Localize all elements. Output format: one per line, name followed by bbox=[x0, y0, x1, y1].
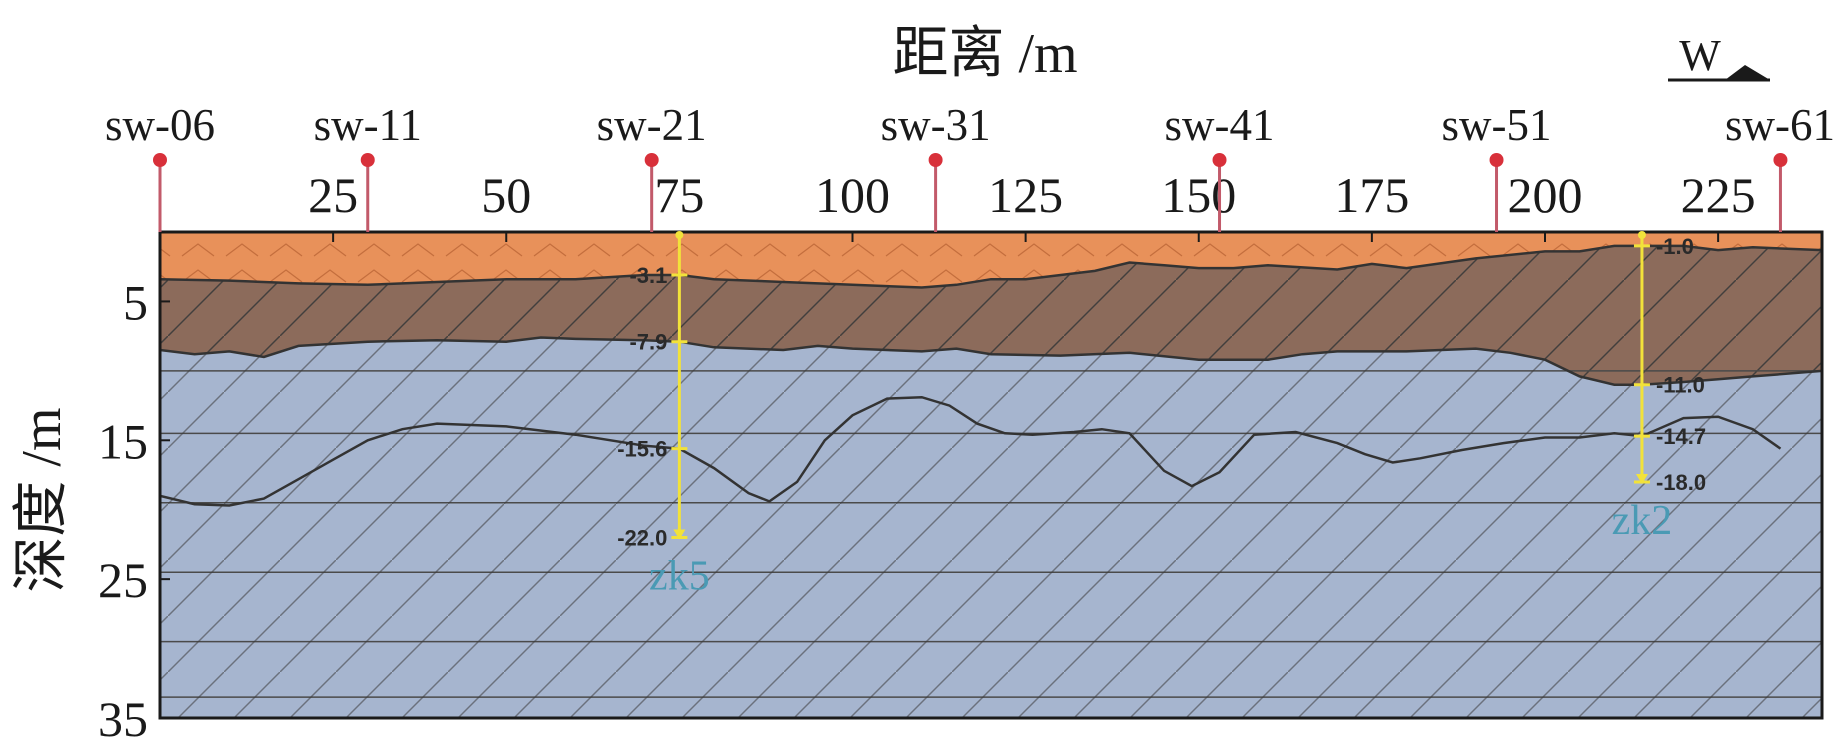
x-tick-label: 25 bbox=[308, 167, 358, 223]
station-pin-icon bbox=[360, 153, 375, 167]
station-pin-icon bbox=[1489, 153, 1504, 167]
borehole-bottom-arrow-icon bbox=[1635, 473, 1648, 484]
borehole-collar bbox=[1637, 231, 1646, 239]
x-axis-ticks: 25 50 75 100 125 150 175 200 225 bbox=[308, 167, 1756, 242]
topsoil-pattern bbox=[160, 232, 1822, 288]
x-tick-label: 150 bbox=[1161, 167, 1236, 223]
borehole-depth-label: -1.0 bbox=[1656, 234, 1694, 259]
y-axis-ticks: 5 15 25 35 bbox=[98, 274, 170, 747]
station-label: sw-31 bbox=[881, 100, 991, 150]
boundary-line-1 bbox=[160, 244, 1822, 289]
station-marker: sw-41 bbox=[1165, 100, 1275, 232]
x-tick-label: 75 bbox=[654, 167, 704, 223]
borehole-bottom-arrow-icon bbox=[673, 529, 686, 540]
station-label: sw-51 bbox=[1442, 100, 1552, 150]
station-label: sw-21 bbox=[597, 100, 707, 150]
x-tick-label: 225 bbox=[1681, 167, 1756, 223]
borehole-depth-label: -15.6 bbox=[617, 437, 667, 462]
y-tick-label: 15 bbox=[98, 413, 148, 469]
borehole-zk5: -3.1 -7.9 -15.6 -22.0 zk5 bbox=[617, 231, 710, 599]
boundary-line-2 bbox=[160, 336, 1822, 386]
y-axis-label: 深度 /m bbox=[11, 407, 73, 592]
chart-title: 距离 /m bbox=[892, 23, 1077, 85]
x-tick-label: 50 bbox=[481, 167, 531, 223]
plot-frame bbox=[158, 230, 1824, 720]
x-tick-label: 200 bbox=[1508, 167, 1583, 223]
station-label: sw-11 bbox=[314, 100, 422, 150]
borehole-depth-label: -11.0 bbox=[1656, 373, 1705, 398]
y-tick-label: 5 bbox=[123, 274, 148, 330]
station-label: sw-41 bbox=[1165, 100, 1275, 150]
boundary-line-3 bbox=[160, 395, 1782, 507]
x-tick-label: 100 bbox=[815, 167, 890, 223]
station-pin-icon bbox=[153, 153, 167, 167]
station-pin-icon bbox=[1773, 153, 1788, 167]
borehole-depth-label: -18.0 bbox=[1656, 470, 1706, 495]
weathered-layer-hatch bbox=[160, 245, 1822, 385]
station-marker: sw-11 bbox=[314, 100, 422, 232]
boreholes: -3.1 -7.9 -15.6 -22.0 zk5 -1.0 -11.0 -14.7 -18.0… bbox=[617, 231, 1706, 599]
direction-arrowhead-icon bbox=[1725, 65, 1770, 80]
direction-indicator: W bbox=[1668, 31, 1770, 82]
station-marker: sw-06 bbox=[105, 100, 215, 232]
station-label: sw-06 bbox=[105, 100, 215, 150]
x-tick-label: 175 bbox=[1334, 167, 1409, 223]
plot-area bbox=[160, 232, 1822, 718]
borehole-depth-label: -3.1 bbox=[629, 263, 667, 288]
borehole-name: zk5 bbox=[649, 553, 710, 599]
borehole-depth-label: -14.7 bbox=[1656, 424, 1706, 449]
station-pin-icon bbox=[1212, 153, 1227, 167]
borehole-collar bbox=[675, 231, 684, 239]
borehole-zk2: -1.0 -11.0 -14.7 -18.0 zk2 bbox=[1612, 231, 1706, 544]
direction-label: W bbox=[1679, 31, 1721, 80]
station-marker: sw-61 bbox=[1725, 100, 1835, 232]
station-marker: sw-51 bbox=[1442, 100, 1552, 232]
station-marker: sw-31 bbox=[881, 100, 991, 232]
y-tick-label: 35 bbox=[98, 691, 148, 747]
station-pin-icon bbox=[928, 153, 943, 167]
station-pin-icon bbox=[644, 153, 659, 167]
station-label: sw-61 bbox=[1725, 100, 1835, 150]
bedrock-hatch bbox=[160, 337, 1822, 718]
y-tick-label: 25 bbox=[98, 552, 148, 608]
borehole-name: zk2 bbox=[1612, 498, 1673, 544]
x-tick-label: 125 bbox=[988, 167, 1063, 223]
station-marker: sw-21 bbox=[597, 100, 707, 232]
borehole-depth-label: -7.9 bbox=[629, 330, 667, 355]
borehole-depth-label: -22.0 bbox=[617, 525, 667, 550]
survey-stations: sw-06 sw-11 sw-21 sw-31 sw-41 sw-51 sw-61 bbox=[105, 100, 1835, 232]
